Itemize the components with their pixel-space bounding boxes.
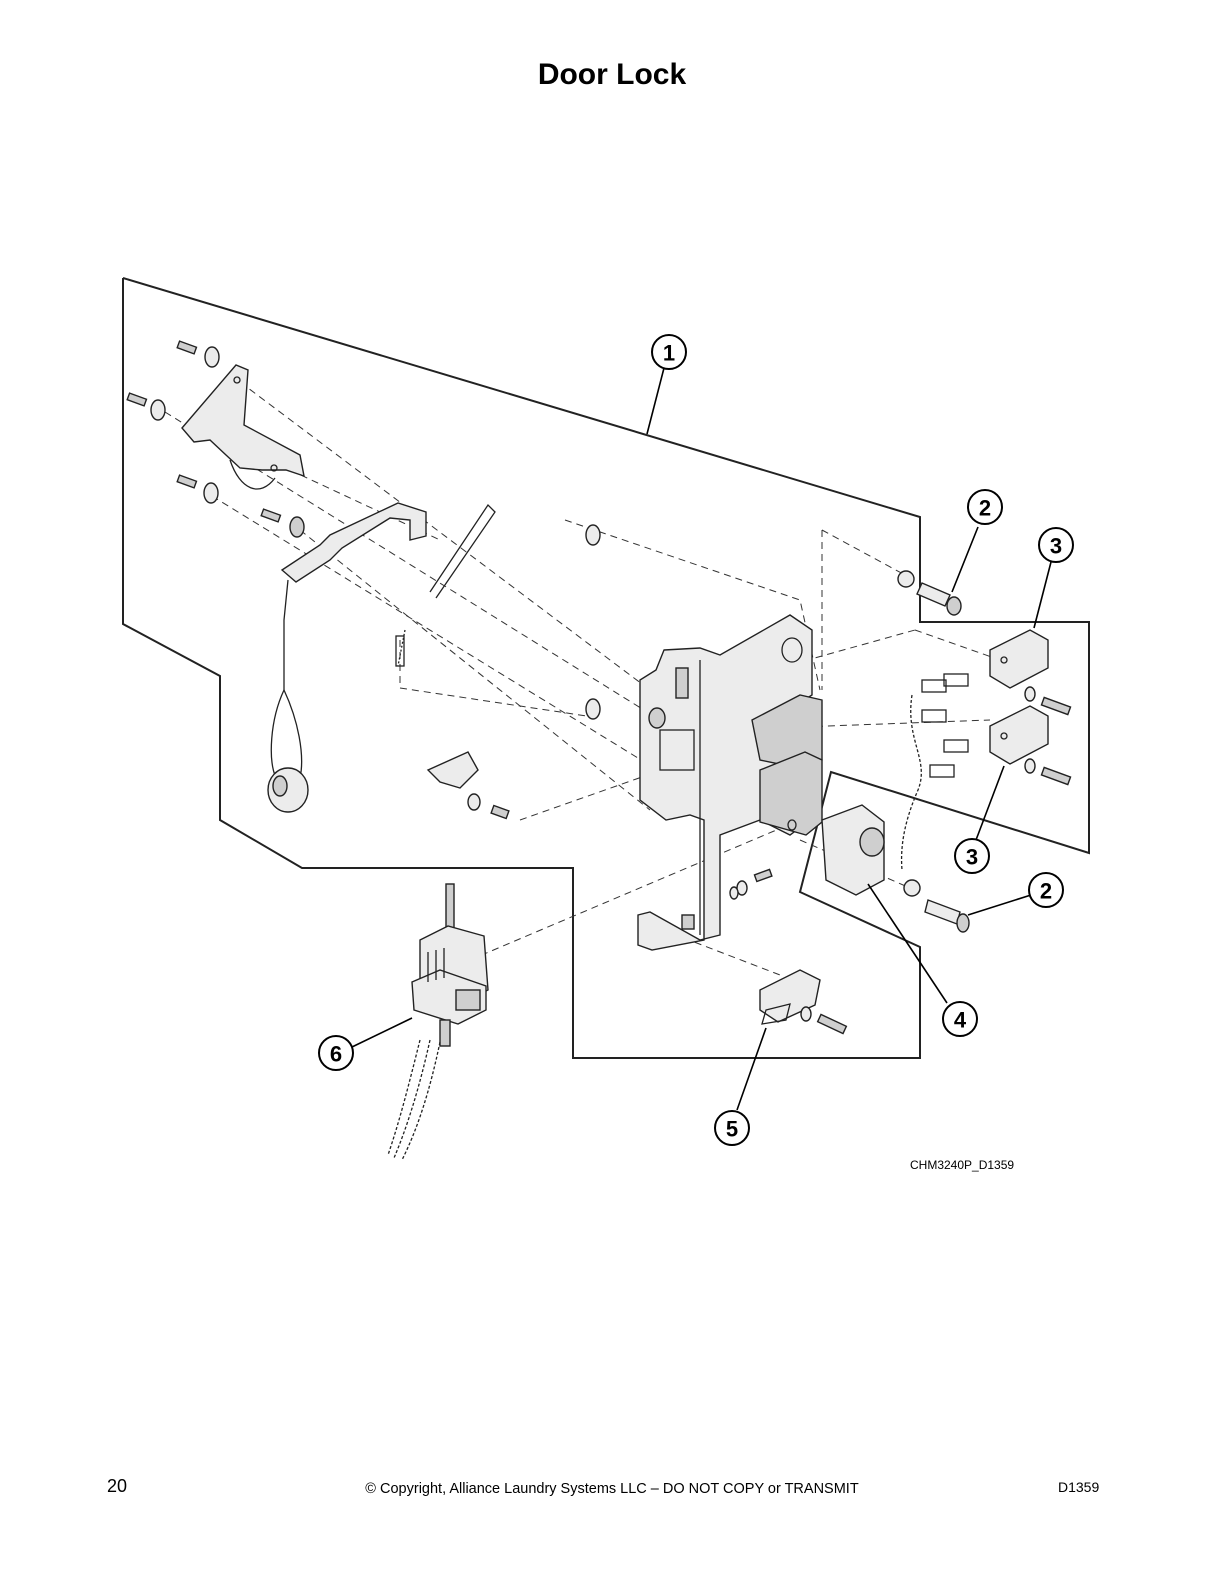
copyright-notice: © Copyright, Alliance Laundry Systems LL… bbox=[365, 1481, 859, 1497]
actuator-block bbox=[821, 804, 970, 933]
callout-5: 5 bbox=[714, 1110, 750, 1146]
hex-screw-upper bbox=[897, 570, 962, 616]
clip bbox=[426, 751, 510, 820]
document-code: D1359 bbox=[1058, 1479, 1100, 1495]
microswitch-lower bbox=[989, 705, 1072, 786]
callout-3: 3 bbox=[954, 838, 990, 874]
svg-text:1: 1 bbox=[663, 341, 675, 366]
screw-icon bbox=[176, 474, 219, 504]
svg-text:4: 4 bbox=[954, 1008, 967, 1033]
leader-lines bbox=[351, 367, 1052, 1111]
wire-connectors bbox=[900, 673, 969, 871]
callout-2: 2 bbox=[967, 489, 1003, 525]
microswitch-bottom bbox=[759, 969, 848, 1035]
lever-arm bbox=[267, 502, 427, 813]
washers bbox=[585, 524, 601, 720]
svg-text:2: 2 bbox=[979, 496, 991, 521]
svg-text:5: 5 bbox=[726, 1117, 738, 1142]
screw-icon bbox=[260, 508, 305, 538]
callout-3: 3 bbox=[1038, 527, 1074, 563]
screw-icon bbox=[176, 340, 220, 368]
upper-bracket bbox=[126, 340, 305, 538]
lock-plate bbox=[637, 614, 823, 951]
drawing-id: CHM3240P_D1359 bbox=[910, 1158, 1015, 1172]
wire-spring bbox=[395, 503, 496, 667]
callout-4: 4 bbox=[942, 1001, 978, 1037]
svg-text:3: 3 bbox=[966, 845, 978, 870]
page-number: 20 bbox=[107, 1476, 128, 1496]
screw-icon bbox=[126, 392, 166, 421]
svg-text:3: 3 bbox=[1050, 534, 1062, 559]
svg-text:6: 6 bbox=[330, 1042, 342, 1067]
door-lock-solenoid bbox=[387, 883, 489, 1161]
callout-6: 6 bbox=[318, 1035, 354, 1071]
plate-screws bbox=[729, 868, 773, 900]
callout-2: 2 bbox=[1028, 872, 1064, 908]
svg-text:2: 2 bbox=[1040, 879, 1052, 904]
microswitch-upper bbox=[989, 629, 1072, 716]
assembly-boundary bbox=[122, 277, 1090, 1059]
page-title: Door Lock bbox=[537, 58, 687, 91]
callout-1: 1 bbox=[651, 334, 687, 370]
